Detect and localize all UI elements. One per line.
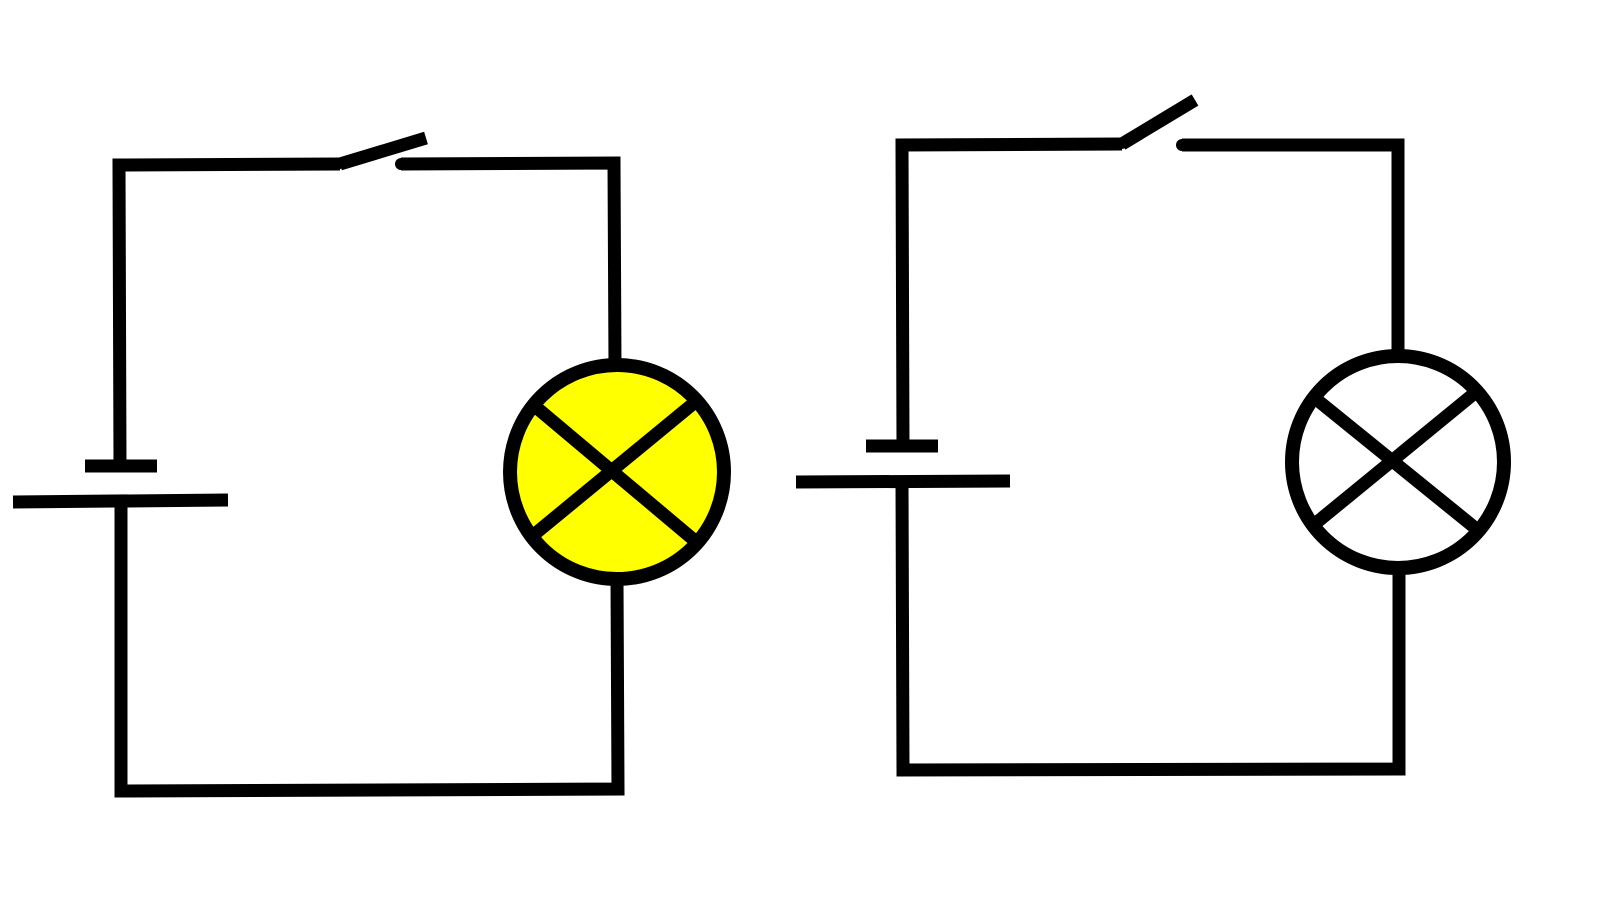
lamp-right [1285,349,1511,575]
circuit-right [795,94,1511,777]
lamp-filament-cross-b [531,397,699,539]
circuit-left [12,131,731,798]
switch-pivot-terminal [1117,139,1127,149]
switch-pivot-terminal [335,159,345,169]
switch-blade [1118,94,1199,150]
switch-blade [338,131,428,171]
wire-bottom [114,502,625,798]
wire-top-right [1182,138,1405,356]
battery-positive-plate [12,493,229,509]
battery-positive-plate [795,474,1011,489]
wire-top-right [400,156,622,367]
lamp-left [503,358,731,586]
lamp-filament-cross-b [1311,386,1481,529]
wire-top-left [895,137,1123,447]
wire-top-left [112,157,341,467]
wire-bottom [895,481,1406,777]
